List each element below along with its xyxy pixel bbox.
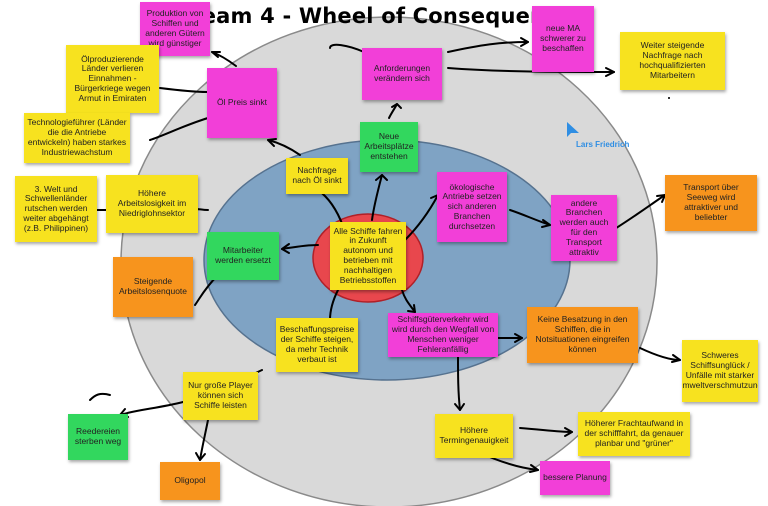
note-arbeitslosenquote[interactable]: Steigende Arbeitslosenquote <box>113 257 193 317</box>
note-beschaffung[interactable]: Beschaffungspreise der Schiffe steigen, … <box>276 318 358 372</box>
note-arbeitslosigkeit[interactable]: Höhere Arbeitslosigkeit im Niedriglohnse… <box>106 175 198 233</box>
note-produktion[interactable]: Produktion von Schiffen und anderen Güte… <box>140 2 210 56</box>
note-grosse-player[interactable]: Nur große Player können sich Schiffe lei… <box>183 372 258 420</box>
note-mitarbeiter-ersetzt[interactable]: Mitarbeiter werden ersetzt <box>207 232 279 280</box>
note-technologiefuehrer[interactable]: Technologieführer (Länder die die Antrie… <box>24 113 130 163</box>
note-anforderungen[interactable]: Anforderungen verändern sich <box>362 48 442 100</box>
note-schiffsunglueck[interactable]: Schweres Schiffsunglück / Unfälle mit st… <box>682 340 758 402</box>
connector-arrows <box>89 37 681 473</box>
note-nachfrage-hoch[interactable]: Weiter steigende Nachfrage nach hochqual… <box>620 32 725 90</box>
note-keine-besatzung[interactable]: Keine Besatzung in den Schiffen, die in … <box>527 307 638 363</box>
note-termingenauigkeit[interactable]: Höhere Termingenauigkeit <box>435 414 513 458</box>
note-dritte-welt[interactable]: 3. Welt und Schwellenländer rutschen wer… <box>15 176 97 242</box>
page-title: Team 4 - Wheel of Consequences <box>190 4 585 28</box>
note-andere-branchen[interactable]: andere Branchen werden auch für den Tran… <box>551 195 617 261</box>
note-center-scenario[interactable]: Alle Schiffe fahren in Zukunft autonom u… <box>330 222 406 290</box>
stray-dot <box>668 97 670 99</box>
note-reedereien[interactable]: Reedereien sterben weg <box>68 414 128 460</box>
note-gueterverkehr[interactable]: Schiffsgüterverkehr wird wird durch den … <box>388 313 498 357</box>
note-oelproduzierende[interactable]: Ölproduzierende Länder verlieren Einnahm… <box>66 45 159 113</box>
note-nachfrage-oel[interactable]: Nachfrage nach Öl sinkt <box>286 158 348 194</box>
note-planung[interactable]: bessere Planung <box>540 461 610 495</box>
collaborator-name: Lars Friedrich <box>576 140 630 149</box>
note-transport-seeweg[interactable]: Transport über Seeweg wird attraktiver u… <box>665 175 757 231</box>
note-oelpreis[interactable]: Öl Preis sinkt <box>207 68 277 138</box>
note-arbeitsplaetze[interactable]: Neue Arbeitsplätze entstehen <box>360 122 418 172</box>
note-neue-ma[interactable]: neue MA schwerer zu beschaffen <box>532 6 594 72</box>
note-oligopol[interactable]: Oligopol <box>160 462 220 500</box>
note-oekologische[interactable]: ökologische Antriebe setzen sich anderen… <box>437 172 507 242</box>
note-frachtaufwand[interactable]: Höherer Frachtaufwand in der schifffahrt… <box>578 412 690 456</box>
collaborator-cursor-icon <box>567 122 579 137</box>
